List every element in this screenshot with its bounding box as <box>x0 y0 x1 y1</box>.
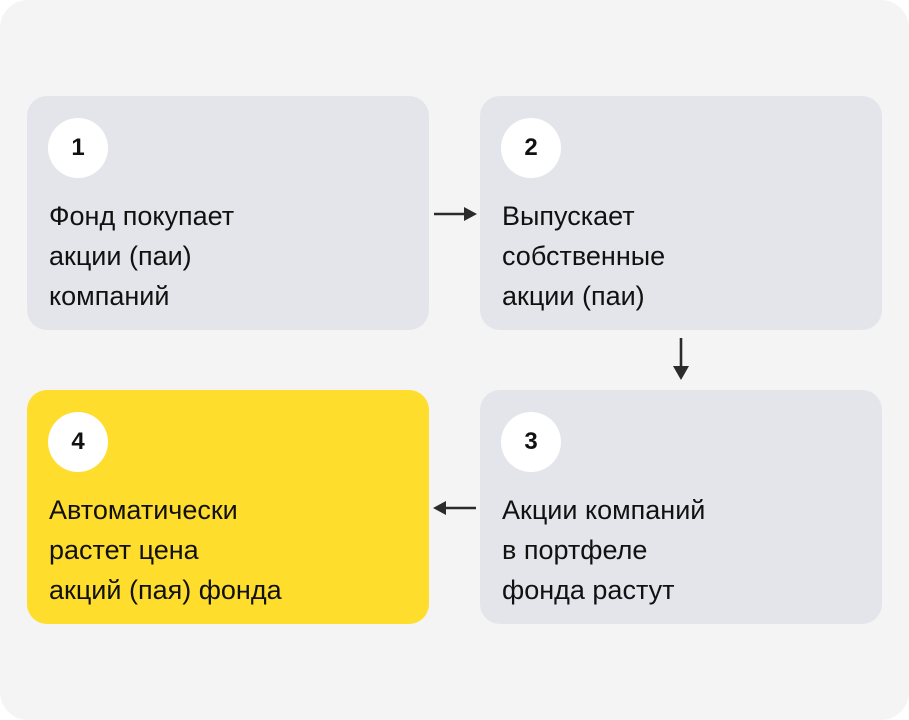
step-number-badge-4: 4 <box>48 412 108 472</box>
step-card-4: 4 Автоматически растет цена акций (пая) … <box>27 390 429 624</box>
step-card-1: 1 Фонд покупает акции (паи) компаний <box>27 96 429 330</box>
step-card-3: 3 Акции компаний в портфеле фонда растут <box>480 390 882 624</box>
arrow-right-icon <box>432 204 478 224</box>
step-card-2: 2 Выпускает собственные акции (паи) <box>480 96 882 330</box>
arrow-left-icon <box>432 498 478 518</box>
step-number-badge-3: 3 <box>501 412 561 472</box>
step-text-4: Автоматически растет цена акций (пая) фо… <box>49 495 282 605</box>
step-number-badge-2: 2 <box>501 118 561 178</box>
arrow-down-icon <box>668 336 694 382</box>
step-text-1: Фонд покупает акции (паи) компаний <box>49 201 235 311</box>
step-text-3: Акции компаний в портфеле фонда растут <box>502 495 706 605</box>
step-text-2: Выпускает собственные акции (паи) <box>502 201 666 311</box>
step-number-badge-1: 1 <box>48 118 108 178</box>
